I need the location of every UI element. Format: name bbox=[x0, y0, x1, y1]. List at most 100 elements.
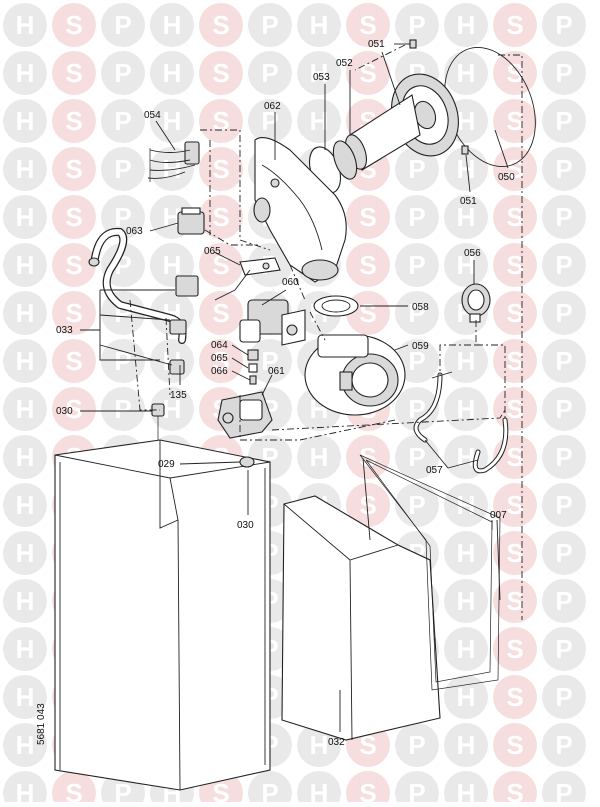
assembly-lines bbox=[129, 44, 523, 620]
watermark-letter: P bbox=[555, 394, 572, 424]
label-066: 066 bbox=[211, 366, 228, 377]
watermark-letter: S bbox=[212, 346, 229, 376]
label-065-fixing: 065 bbox=[211, 353, 228, 364]
watermark-disc bbox=[395, 3, 439, 47]
watermark-letter: H bbox=[16, 490, 35, 520]
watermark-disc bbox=[297, 435, 341, 479]
watermark-disc bbox=[297, 99, 341, 143]
watermark-letter: H bbox=[163, 250, 182, 280]
watermark-letter: S bbox=[212, 154, 229, 184]
watermark-disc bbox=[297, 3, 341, 47]
watermark-letter: S bbox=[359, 202, 376, 232]
burner-door-assembly bbox=[308, 39, 536, 194]
watermark-letter: P bbox=[261, 58, 278, 88]
watermark-disc bbox=[542, 291, 586, 335]
watermark-letter: S bbox=[65, 106, 82, 136]
watermark-disc bbox=[346, 51, 390, 95]
watermark-letter: H bbox=[457, 346, 476, 376]
watermark-letter: H bbox=[457, 154, 476, 184]
watermark-disc bbox=[150, 3, 194, 47]
watermark-letter: H bbox=[457, 10, 476, 40]
watermark-letter: S bbox=[359, 58, 376, 88]
watermark-disc bbox=[248, 99, 292, 143]
watermark-letter: P bbox=[408, 250, 425, 280]
watermark-letter: P bbox=[114, 58, 131, 88]
watermark-disc bbox=[3, 3, 47, 47]
watermark-letter: H bbox=[310, 778, 329, 802]
watermark-letter: P bbox=[555, 682, 572, 712]
watermark-letter: P bbox=[261, 106, 278, 136]
watermark-disc bbox=[297, 771, 341, 807]
label-056: 056 bbox=[464, 248, 481, 259]
watermark-disc bbox=[3, 195, 47, 239]
watermark-disc bbox=[444, 51, 488, 95]
watermark-letter: H bbox=[163, 202, 182, 232]
watermark-disc bbox=[542, 387, 586, 431]
watermark-disc bbox=[248, 51, 292, 95]
watermark-disc bbox=[542, 579, 586, 623]
watermark-disc bbox=[493, 195, 537, 239]
pressure-switch bbox=[461, 283, 491, 323]
watermark-letter: P bbox=[408, 490, 425, 520]
watermark-disc bbox=[542, 147, 586, 191]
watermark-disc bbox=[542, 339, 586, 383]
watermark-letter: S bbox=[506, 682, 523, 712]
watermark-letter: S bbox=[506, 490, 523, 520]
watermark-disc bbox=[346, 3, 390, 47]
watermark-disc bbox=[52, 243, 96, 287]
watermark-letter: S bbox=[212, 58, 229, 88]
watermark-disc bbox=[395, 435, 439, 479]
watermark-letter: H bbox=[16, 394, 35, 424]
watermark-letter: S bbox=[359, 250, 376, 280]
watermark-disc bbox=[542, 723, 586, 767]
watermark-letter: P bbox=[555, 250, 572, 280]
watermark-letter: P bbox=[408, 298, 425, 328]
watermark-disc bbox=[542, 435, 586, 479]
combustion-fan bbox=[304, 334, 406, 416]
watermark-letter: P bbox=[408, 10, 425, 40]
watermark-letter: P bbox=[555, 202, 572, 232]
watermark-letter: P bbox=[555, 58, 572, 88]
watermark-letter: H bbox=[457, 730, 476, 760]
watermark-letter: S bbox=[506, 346, 523, 376]
watermark-letter: H bbox=[16, 10, 35, 40]
watermark-disc bbox=[199, 291, 243, 335]
watermark-letter: P bbox=[408, 202, 425, 232]
watermark-letter: P bbox=[555, 730, 572, 760]
watermark-letter: S bbox=[359, 298, 376, 328]
watermark-letter: S bbox=[506, 250, 523, 280]
watermark-letter: P bbox=[261, 346, 278, 376]
watermark-letter: H bbox=[310, 442, 329, 472]
watermark-letter: H bbox=[163, 154, 182, 184]
watermark-disc bbox=[395, 387, 439, 431]
watermark-letter: H bbox=[16, 586, 35, 616]
watermark-letter: P bbox=[261, 10, 278, 40]
watermark-disc bbox=[52, 3, 96, 47]
watermark-disc bbox=[3, 339, 47, 383]
watermark-letter: P bbox=[555, 634, 572, 664]
watermark-disc bbox=[542, 3, 586, 47]
watermark-disc bbox=[493, 723, 537, 767]
watermark-disc bbox=[542, 243, 586, 287]
watermark-disc bbox=[493, 675, 537, 719]
watermark-letter: S bbox=[506, 586, 523, 616]
watermark-disc bbox=[542, 531, 586, 575]
watermark-letter: P bbox=[555, 298, 572, 328]
watermark-disc bbox=[444, 339, 488, 383]
watermark-disc bbox=[542, 675, 586, 719]
watermark-disc bbox=[395, 483, 439, 527]
watermark-letter: P bbox=[408, 346, 425, 376]
watermark-disc bbox=[444, 579, 488, 623]
watermark-letter: P bbox=[408, 154, 425, 184]
watermark-disc bbox=[3, 675, 47, 719]
watermark-letter: S bbox=[506, 538, 523, 568]
fan-gasket bbox=[313, 295, 359, 317]
label-051-bottom: 051 bbox=[460, 196, 477, 207]
watermark-letter: H bbox=[163, 394, 182, 424]
watermark-disc bbox=[493, 147, 537, 191]
watermark-letter: S bbox=[506, 202, 523, 232]
label-033: 033 bbox=[56, 325, 73, 336]
watermark-disc bbox=[199, 3, 243, 47]
watermark-letter: S bbox=[65, 154, 82, 184]
watermark-disc bbox=[101, 387, 145, 431]
